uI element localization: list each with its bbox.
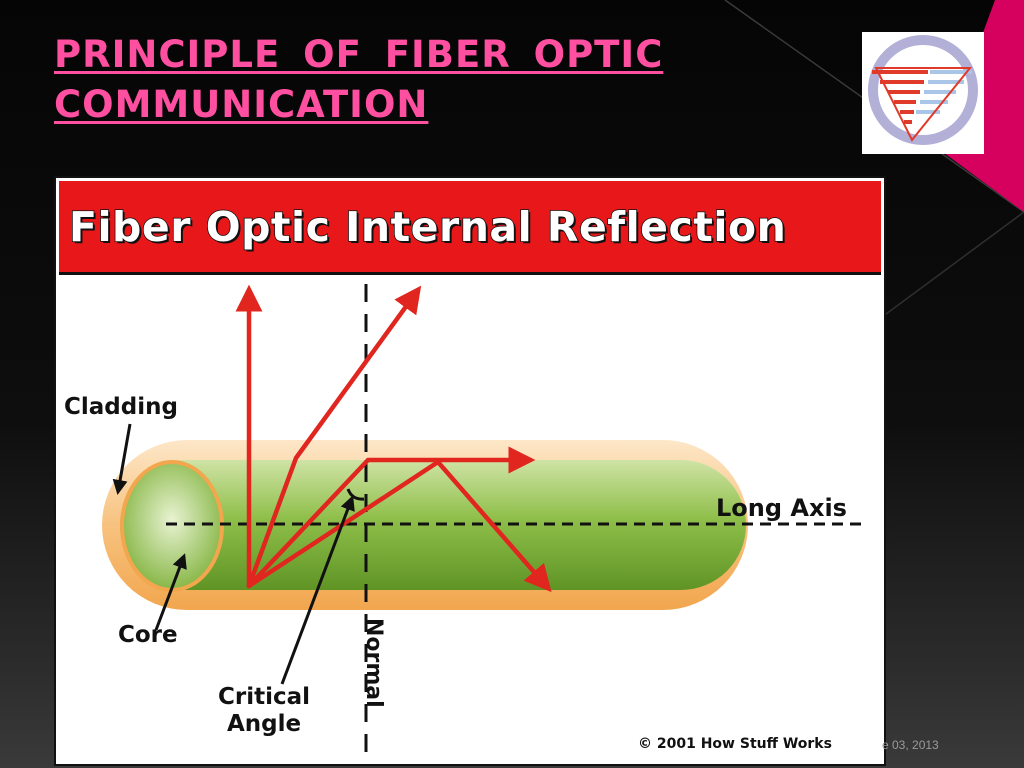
core-pointer xyxy=(154,553,187,631)
critical-angle-label: Critical Angle xyxy=(204,684,324,738)
fiber-optic-figure: Fiber Optic Internal Reflection xyxy=(54,176,886,766)
slide-footer-date: e 03, 2013 xyxy=(882,738,939,752)
figure-banner: Fiber Optic Internal Reflection xyxy=(59,181,881,275)
ray-critical-angle xyxy=(246,446,536,589)
copyright-credit: © 2001 How Stuff Works xyxy=(638,736,832,752)
critical-angle-label-line-2: Angle xyxy=(226,711,302,737)
critical-angle-label-line-1: Critical xyxy=(217,684,311,710)
reflection-diagram xyxy=(102,284,866,758)
slide-title: PRINCIPLE OF FIBER OPTIC COMMUNICATION xyxy=(54,30,663,130)
slide-title-line-1: PRINCIPLE OF FIBER OPTIC xyxy=(54,33,664,76)
cladding-label: Cladding xyxy=(64,394,178,420)
critical-angle-pointer xyxy=(280,495,355,685)
inverted-triangle-logo-icon xyxy=(868,35,978,145)
figure-banner-title: Fiber Optic Internal Reflection xyxy=(68,202,787,252)
long-axis-label: Long Axis xyxy=(716,494,847,522)
logo xyxy=(862,32,984,154)
ray-refracted-out xyxy=(246,285,422,589)
fiber-end-face xyxy=(120,460,224,592)
normal-label: Normal xyxy=(361,618,386,708)
ray-total-internal-reflection xyxy=(246,459,552,593)
slide-title-line-2: COMMUNICATION xyxy=(54,83,429,126)
core-label: Core xyxy=(118,622,178,648)
cladding-pointer xyxy=(112,423,132,495)
